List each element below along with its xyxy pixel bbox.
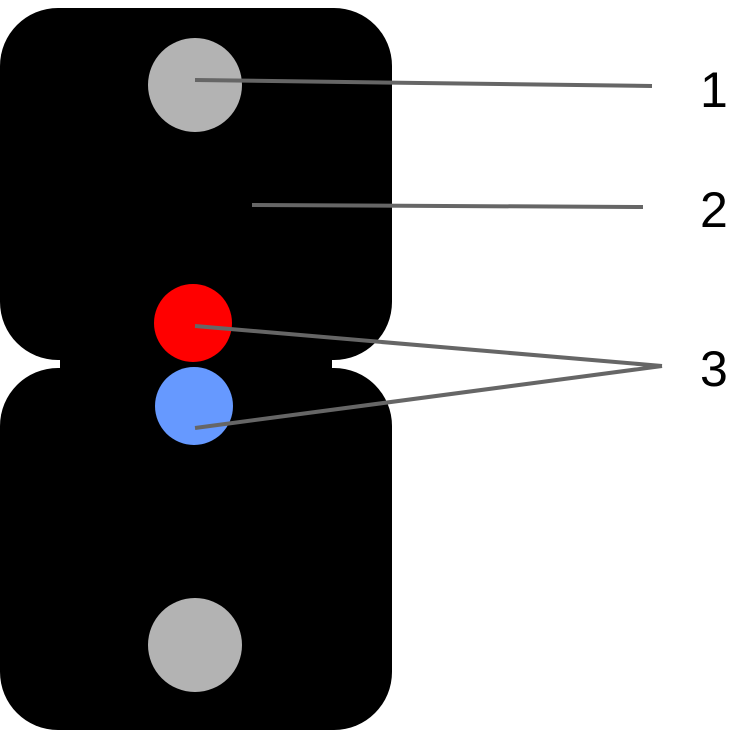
cable-jacket-lower — [0, 368, 392, 730]
leader-line-3b — [194, 364, 663, 430]
leader-line-3a — [194, 324, 663, 368]
optical-fiber-red — [154, 284, 232, 362]
optical-fiber-blue — [155, 367, 233, 445]
callout-label-1: 1 — [700, 62, 728, 118]
cable-jacket-upper — [0, 8, 392, 360]
callout-label-2: 2 — [700, 182, 728, 238]
strength-member-bottom — [148, 598, 242, 692]
strength-member-top — [148, 38, 242, 132]
leader-line-1 — [194, 78, 653, 88]
leader-line-2 — [251, 203, 644, 209]
callout-label-3: 3 — [700, 341, 728, 397]
